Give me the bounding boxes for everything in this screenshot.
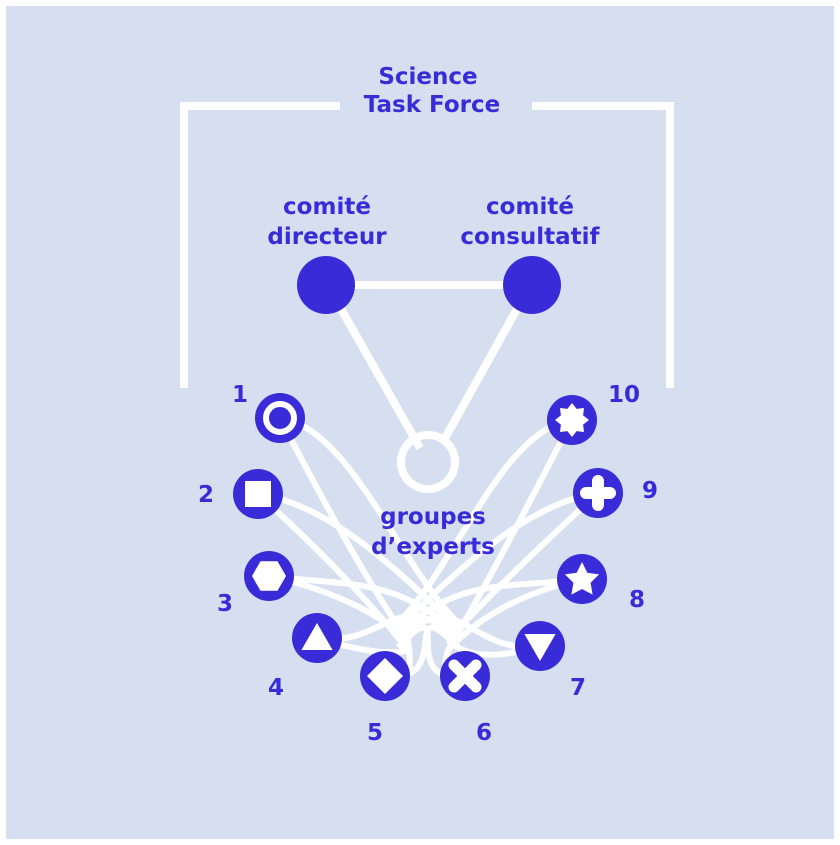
steering-to-groups-link (332, 298, 424, 450)
expert-group-number-6: 6 (475, 720, 492, 746)
expert-groups-label-line1: groupes (380, 504, 486, 530)
advisory-label-line1: comité (486, 194, 574, 220)
group-connector-arc (395, 417, 573, 626)
diagram-panel (6, 6, 834, 839)
expert-group-node-4 (292, 613, 342, 663)
expert-groups-hub (397, 431, 459, 493)
expert-group-node-2 (233, 469, 283, 519)
expert-group-number-1: 1 (231, 382, 248, 408)
square-icon (245, 481, 271, 507)
expert-group-node-3 (244, 551, 294, 601)
expert-group-number-7: 7 (569, 675, 586, 701)
title-task-force: Task Force (363, 92, 501, 118)
advisory-to-groups-link (440, 298, 526, 442)
ring-icon (263, 401, 297, 435)
expert-group-node-10 (547, 395, 597, 445)
expert-group-node-8 (557, 554, 607, 604)
expert-group-number-2: 2 (197, 482, 214, 508)
triangle-up-icon (301, 623, 333, 650)
expert-group-node-9 (573, 468, 623, 518)
triangle-down-icon (524, 634, 556, 661)
hexagon-icon (252, 561, 286, 591)
expert-group-number-10: 10 (607, 382, 640, 408)
burst-icon (555, 403, 589, 437)
task-force-bracket (180, 102, 674, 388)
steering-label-line1: comité (283, 194, 371, 220)
expert-group-node-1 (255, 393, 305, 443)
advisory-label-line2: consultatif (460, 224, 600, 250)
steering-committee-node (297, 256, 355, 314)
title-science: Science (378, 64, 478, 90)
expert-group-node-6 (440, 651, 490, 701)
group-connector-arc (255, 491, 411, 652)
plus-icon (580, 475, 616, 511)
expert-group-number-8: 8 (628, 587, 645, 613)
steering-label-line2: directeur (267, 224, 387, 250)
expert-group-number-4: 4 (267, 675, 284, 701)
expert-groups-label-line2: d’experts (371, 534, 495, 560)
expert-group-number-5: 5 (366, 720, 383, 746)
advisory-committee-node (503, 256, 561, 314)
group-connector-arc (395, 490, 599, 632)
cross-icon (448, 659, 482, 693)
star-icon (564, 562, 600, 595)
group-connector-arc (277, 416, 411, 642)
expert-group-node-5 (360, 651, 410, 701)
expert-group-node-7 (515, 621, 565, 671)
expert-group-number-9: 9 (641, 478, 658, 504)
expert-group-number-3: 3 (216, 591, 233, 617)
group-connector-arc (445, 418, 575, 652)
diamond-icon (367, 658, 403, 694)
